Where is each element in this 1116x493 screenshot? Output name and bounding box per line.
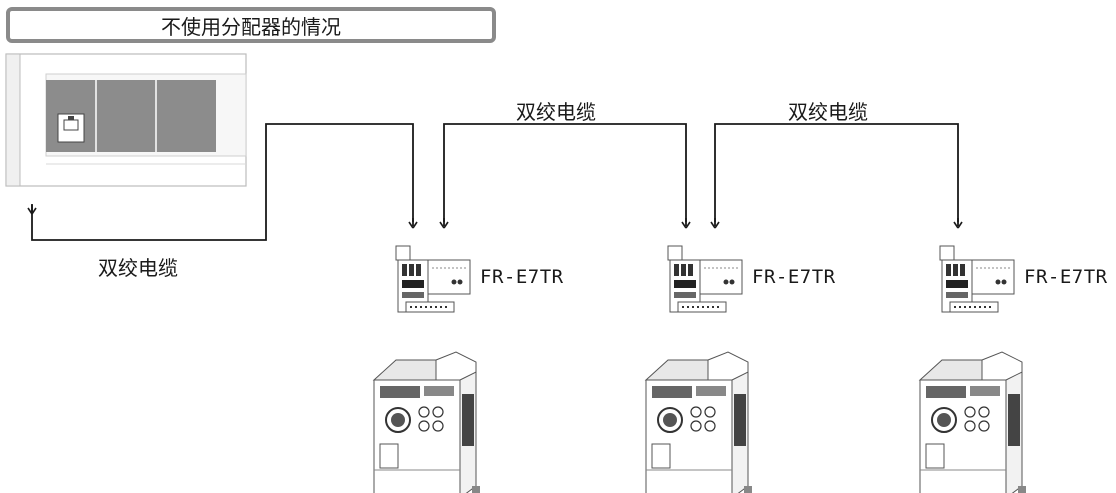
twisted-pair-cables <box>31 123 959 241</box>
cable-2 <box>443 123 687 222</box>
cable-label-2: 双绞电缆 <box>516 100 596 124</box>
inverter-1 <box>373 351 481 493</box>
converter-model-1: FR-E7TR <box>480 266 564 288</box>
cable-3 <box>714 123 959 222</box>
fr-e7tr-unit-3 <box>939 245 1015 313</box>
unit2-plug-out <box>710 217 720 229</box>
inverter-2 <box>645 351 753 493</box>
cable-label-3: 双绞电缆 <box>788 100 868 124</box>
scenario-title-box: 不使用分配器的情况 <box>6 7 496 43</box>
cable-label-1: 双绞电缆 <box>98 256 178 280</box>
unit1-plug-in <box>408 217 418 229</box>
inverter-3 <box>919 351 1027 493</box>
unit2-plug-in <box>681 217 691 229</box>
converter-model-2: FR-E7TR <box>752 266 836 288</box>
plc-controller <box>5 53 247 187</box>
unit3-plug-in <box>953 217 963 229</box>
scenario-title: 不使用分配器的情况 <box>161 14 341 39</box>
unit1-plug-out <box>439 217 449 229</box>
converter-model-3: FR-E7TR <box>1024 266 1108 288</box>
cable-1 <box>31 123 414 241</box>
fr-e7tr-unit-1 <box>395 245 471 313</box>
fr-e7tr-unit-2 <box>667 245 743 313</box>
